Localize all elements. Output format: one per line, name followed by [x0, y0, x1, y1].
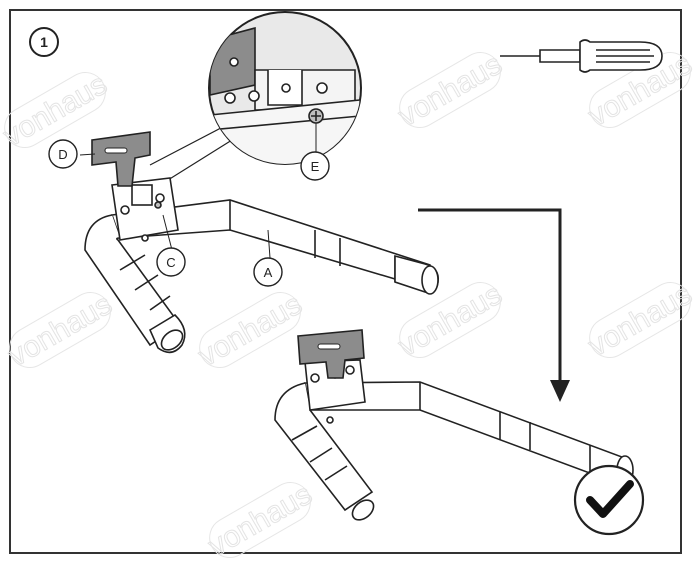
callout-c-label: C: [166, 255, 175, 270]
callout-a: A: [253, 229, 283, 287]
zoom-detail: [208, 11, 362, 165]
step-badge: 1: [29, 27, 59, 57]
rail-assembly-unmounted: [84, 177, 440, 354]
callout-c: C: [156, 214, 186, 277]
step-number: 1: [40, 34, 48, 50]
arrow-down-icon: [418, 208, 570, 402]
callout-d: D: [48, 139, 78, 169]
checkmark-icon: [573, 464, 645, 536]
callout-e: E: [300, 151, 330, 181]
bracket-plate-d: [79, 131, 151, 187]
callout-e-label: E: [311, 159, 320, 174]
screwdriver-icon: [500, 39, 663, 73]
callout-a-label: A: [264, 265, 273, 280]
callout-d-label: D: [58, 147, 67, 162]
bracket-plate-mounted: [297, 329, 365, 379]
